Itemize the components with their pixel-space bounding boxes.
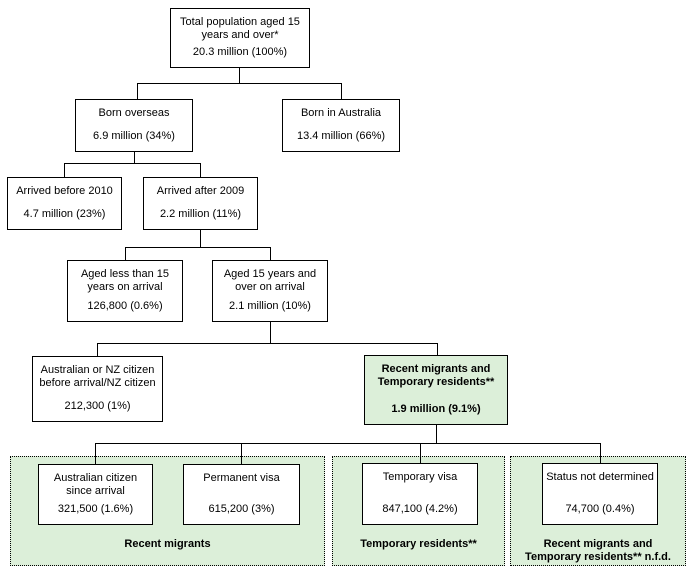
connector-line	[134, 152, 135, 163]
node-label: Temporary visa	[382, 471, 458, 483]
node-value: 615,200 (3%)	[208, 503, 275, 515]
node-label: Total population aged 15 years and over*	[180, 16, 300, 41]
group-caption-line: Recent migrants and	[543, 538, 653, 550]
connector-line	[97, 343, 438, 344]
connector-line	[95, 443, 601, 444]
node-label: Arrived before 2010	[16, 185, 113, 197]
group-caption: Recent migrants and Temporary residents*…	[511, 538, 685, 564]
node-value: 1.9 million (9.1%)	[391, 403, 481, 415]
node-temporary-visa: Temporary visa 847,100 (4.2%)	[362, 463, 478, 525]
connector-line	[270, 322, 271, 343]
node-label: Aged 15 years and over on arrival	[223, 268, 317, 293]
node-value: 4.7 million (23%)	[23, 208, 106, 220]
connector-line	[125, 247, 126, 260]
connector-line	[200, 163, 201, 177]
node-recent-migrants-temporary-residents: Recent migrants and Temporary residents*…	[364, 355, 508, 425]
node-label: Arrived after 2009	[156, 185, 245, 197]
group-caption: Recent migrants	[11, 538, 324, 551]
connector-line	[137, 83, 342, 84]
node-label: Born in Australia	[300, 107, 382, 119]
node-value: 2.1 million (10%)	[229, 300, 311, 312]
node-total-population: Total population aged 15 years and over*…	[170, 8, 310, 68]
node-value: 6.9 million (34%)	[93, 130, 175, 142]
node-arrived-before-2010: Arrived before 2010 4.7 million (23%)	[7, 177, 122, 230]
connector-line	[241, 443, 242, 464]
connector-line	[200, 230, 201, 247]
group-caption-line: Recent migrants	[124, 538, 211, 550]
node-label: Australian or NZ citizen before arrival/…	[39, 364, 156, 389]
node-label: Aged less than 15 years on arrival	[80, 268, 170, 293]
node-aged-15-and-over: Aged 15 years and over on arrival 2.1 mi…	[212, 260, 328, 322]
node-label: Born overseas	[98, 107, 170, 119]
connector-line	[437, 343, 438, 355]
node-australian-citizen-since-arrival: Australian citizen since arrival 321,500…	[38, 464, 153, 525]
connector-line	[239, 68, 240, 83]
node-label: Recent migrants and Temporary residents*…	[377, 363, 495, 388]
node-label: Status not determined	[546, 471, 654, 483]
node-label: Permanent visa	[203, 472, 280, 484]
node-label: Australian citizen since arrival	[53, 472, 138, 497]
node-value: 212,300 (1%)	[64, 400, 131, 412]
node-permanent-visa: Permanent visa 615,200 (3%)	[183, 464, 300, 525]
node-arrived-after-2009: Arrived after 2009 2.2 million (11%)	[143, 177, 258, 230]
node-value: 847,100 (4.2%)	[382, 503, 458, 515]
group-caption-line: Temporary residents**	[360, 538, 477, 550]
connector-line	[270, 247, 271, 260]
node-born-in-australia: Born in Australia 13.4 million (66%)	[282, 99, 400, 152]
node-value: 126,800 (0.6%)	[87, 300, 163, 312]
connector-line	[95, 443, 96, 464]
node-value: 2.2 million (11%)	[159, 208, 242, 220]
node-born-overseas: Born overseas 6.9 million (34%)	[75, 99, 193, 152]
node-aged-less-than-15: Aged less than 15 years on arrival 126,8…	[67, 260, 183, 322]
connector-line	[341, 83, 342, 99]
connector-line	[64, 163, 65, 177]
connector-line	[420, 443, 421, 463]
connector-line	[436, 425, 437, 443]
node-value: 321,500 (1.6%)	[57, 503, 134, 515]
connector-line	[125, 247, 271, 248]
node-status-not-determined: Status not determined 74,700 (0.4%)	[542, 463, 658, 525]
group-caption-line: Temporary residents** n.f.d.	[525, 551, 671, 563]
node-value: 74,700 (0.4%)	[565, 503, 635, 515]
connector-line	[137, 83, 138, 99]
connector-line	[600, 443, 601, 463]
group-caption: Temporary residents**	[333, 538, 504, 551]
node-value: 20.3 million (100%)	[192, 46, 288, 58]
connector-line	[97, 343, 98, 356]
node-australian-nz-citizen: Australian or NZ citizen before arrival/…	[32, 356, 163, 422]
connector-line	[64, 163, 201, 164]
node-value: 13.4 million (66%)	[296, 130, 386, 142]
